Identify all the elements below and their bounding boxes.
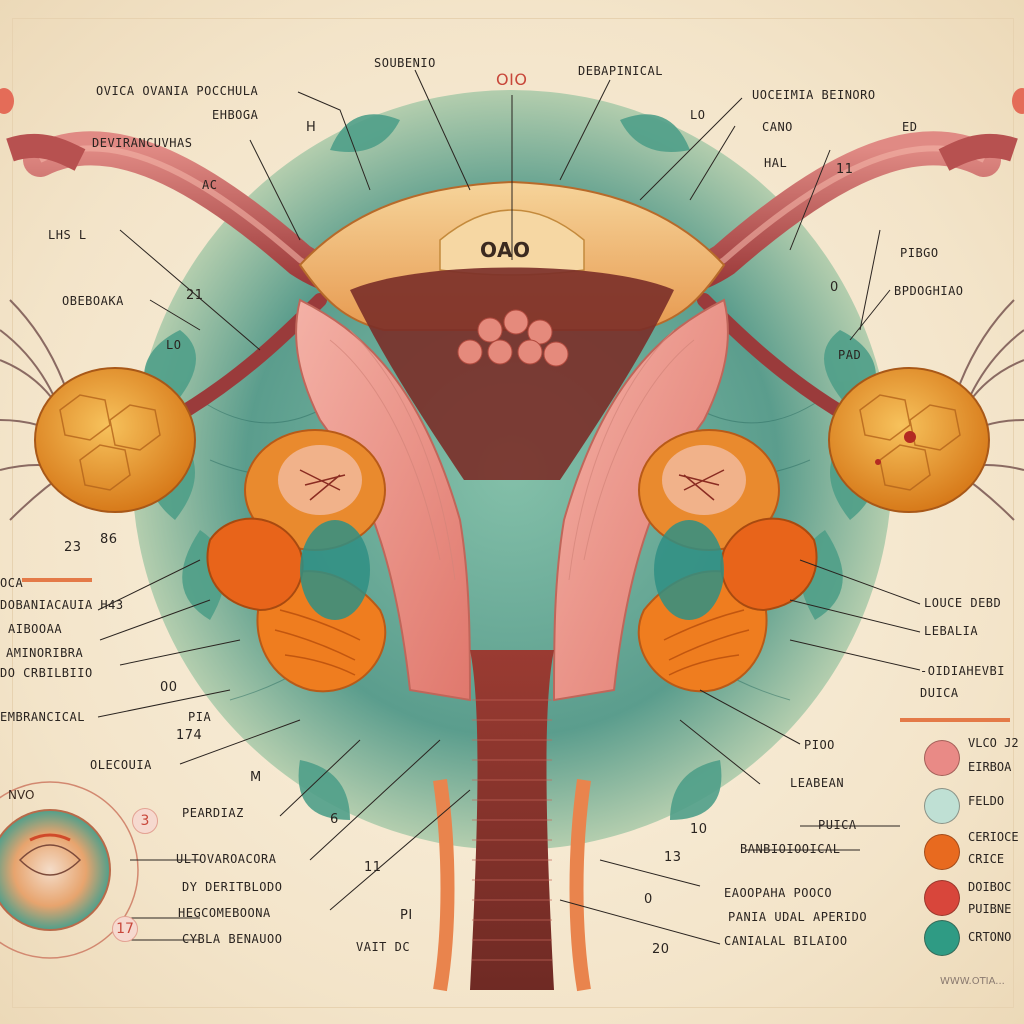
accent-bars [22, 578, 1010, 722]
lateral-organs [206, 429, 818, 693]
label: LO [690, 108, 706, 122]
label: AMINORIBRA [6, 646, 84, 660]
right-edge-marker [1012, 88, 1024, 114]
legend-label: EIRBOA [968, 760, 1012, 774]
label: PIBGO [900, 246, 939, 260]
label: CANIALAL BILAIOO [724, 934, 848, 948]
label: UOCEIMIA BEINORO [752, 88, 876, 102]
orb-label: NVO [8, 788, 35, 802]
label: 174 [176, 728, 203, 743]
label: LOUCE DEBD [924, 596, 1002, 610]
label: EMBRANCICAL [0, 710, 85, 724]
legend-label: PUIBNE [968, 902, 1012, 916]
label: PANIA UDAL APERIDO [728, 910, 868, 924]
legend-label: CRTONO [968, 930, 1012, 944]
label: AC [202, 178, 218, 192]
label: PAD [838, 348, 862, 362]
center-title: OAO [480, 238, 531, 262]
label: PIOO [804, 738, 835, 752]
legend-swatch [924, 740, 960, 776]
label: 21 [186, 288, 204, 303]
label: LEBALIA [924, 624, 979, 638]
callout-marker: 3 [132, 808, 158, 834]
ovaries [34, 367, 990, 513]
legend-item: FELDO [920, 786, 1024, 826]
label: DEBAPINICAL [578, 64, 663, 78]
label: LEABEAN [790, 776, 845, 790]
label: 11 [836, 162, 854, 177]
legend-label: DOIBOC [968, 880, 1012, 894]
callout-marker: 17 [112, 916, 138, 942]
label: 0 [830, 280, 839, 295]
cervix [433, 650, 591, 992]
label: BANBIOIOOICAL [740, 842, 841, 856]
legend-item: VLCO J2 EIRBOA [920, 736, 1024, 778]
left-edge-marker [0, 88, 14, 114]
label: DOBANIACAUIA H43 [0, 598, 124, 612]
label: BPDOGHIAO [894, 284, 964, 298]
label: PIA [188, 710, 212, 724]
legend-label: CERIOCE [968, 830, 1019, 844]
legend-swatch [924, 834, 960, 870]
legend-swatch [924, 920, 960, 956]
leader-lines [97, 69, 921, 945]
label: 11 [364, 860, 382, 875]
label: HEGCOMEBOONA [178, 906, 271, 920]
label: CANO [762, 120, 793, 134]
label: PEARDIAZ [182, 806, 244, 820]
label: ED [902, 120, 918, 134]
legend-swatch [924, 880, 960, 916]
label: DO CRBILBIIO [0, 666, 93, 680]
label: 10 [690, 822, 708, 837]
label: 0 [644, 892, 653, 907]
label: 13 [664, 850, 682, 865]
label: EAOOPAHA POOCO [724, 886, 833, 900]
label: 86 [100, 532, 118, 547]
label: OLECOUIA [90, 758, 152, 772]
label: M [250, 770, 262, 785]
label: PUICA [818, 818, 857, 832]
poster-frame [12, 18, 1014, 1008]
legend-item: DOIBOC PUIBNE [920, 878, 1024, 918]
label: DEVIRANCUVHAS [92, 136, 193, 150]
label: HAL [764, 156, 788, 170]
label: ULTOVAROACORA [176, 852, 277, 866]
label: EHBOGA [212, 108, 259, 122]
legend-label: VLCO J2 [968, 736, 1019, 750]
label: OCA [0, 576, 24, 590]
label: SOUBENIO [374, 56, 436, 70]
detail-orb [0, 781, 139, 959]
label: 6 [330, 812, 339, 827]
label: DUICA [920, 686, 959, 700]
legend-label: FELDO [968, 794, 1005, 808]
legend-item: CERIOCE CRICE [920, 830, 1024, 872]
label: H [306, 120, 317, 135]
watermark: WWW.OTIA... [940, 976, 1005, 987]
top-code: OIO [496, 70, 528, 89]
label: OBEBOAKA [62, 294, 124, 308]
label: CYBLA BENAUOO [182, 932, 283, 946]
label: LO [166, 338, 182, 352]
label: PI [400, 908, 413, 923]
label: 20 [652, 942, 670, 957]
label: 00 [160, 680, 178, 695]
legend-label: CRICE [968, 852, 1005, 866]
label: LHS L [48, 228, 87, 242]
label: AIBOOAA [8, 622, 63, 636]
label: 23 [64, 540, 82, 555]
legend-item: CRTONO [920, 918, 1024, 958]
legend-swatch [924, 788, 960, 824]
label: VAIT DC [356, 940, 411, 954]
label: -OIDIAHEVBI [920, 664, 1005, 678]
label: OVICA OVANIA POCCHULA [96, 84, 259, 98]
label: DY DERITBLODO [182, 880, 283, 894]
